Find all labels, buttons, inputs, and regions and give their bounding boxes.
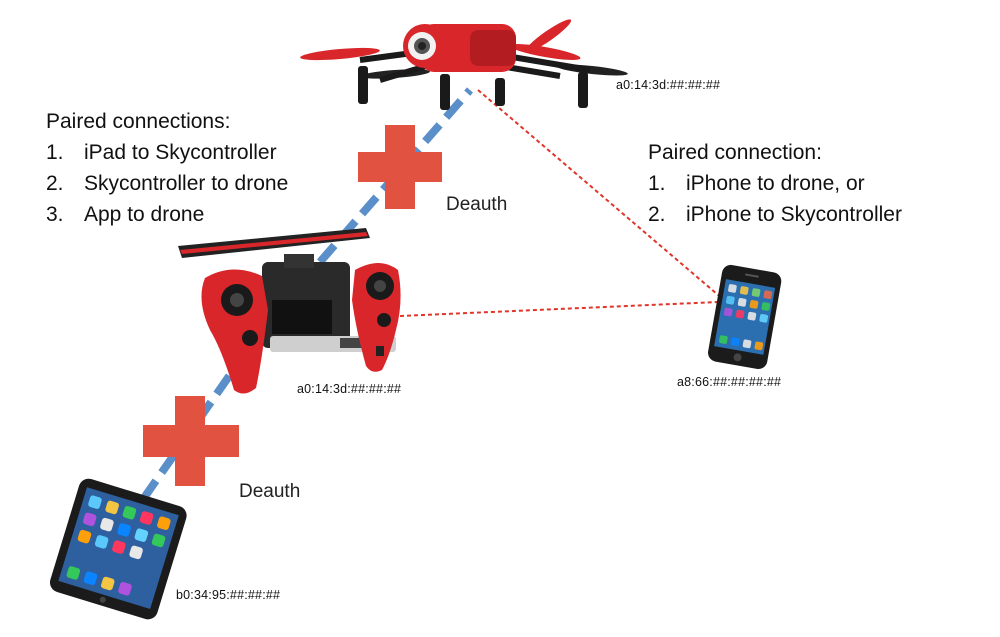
paired-connections-heading: Paired connections: xyxy=(46,110,231,133)
list-item: 2.Skycontroller to drone xyxy=(46,172,289,195)
deauth-cross-upper xyxy=(358,125,442,209)
list-item: 1.iPhone to drone, or xyxy=(648,172,865,195)
list-item: 2.iPhone to Skycontroller xyxy=(648,203,902,226)
drone-icon xyxy=(300,19,628,110)
paired-connection-list: 1.iPhone to drone, or 2.iPhone to Skycon… xyxy=(648,168,902,230)
skycontroller-mac-label: a0:14:3d:##:##:## xyxy=(297,382,402,396)
deauth-label-upper: Deauth xyxy=(446,194,508,215)
iphone-icon xyxy=(708,264,782,370)
paired-connection-block: Paired connection: 1.iPhone to drone, or… xyxy=(648,137,902,230)
paired-connection-heading: Paired connection: xyxy=(648,141,822,164)
ipad-icon xyxy=(49,478,187,620)
deauth-cross-lower xyxy=(143,396,239,486)
ipad-mac-label: b0:34:95:##:##:## xyxy=(176,588,281,602)
iphone-mac-label: a8:66:##:##:##:## xyxy=(677,375,782,389)
deauth-label-lower: Deauth xyxy=(239,481,301,502)
alt-link-iphone-skycontroller xyxy=(399,301,719,317)
skycontroller-icon xyxy=(178,228,401,394)
list-item: 1.iPad to Skycontroller xyxy=(46,141,277,164)
paired-connections-list: 1.iPad to Skycontroller 2.Skycontroller … xyxy=(46,137,288,230)
alt-link-iphone-drone xyxy=(477,89,725,301)
drone-mac-label: a0:14:3d:##:##:## xyxy=(616,78,721,92)
paired-connections-block: Paired connections: 1.iPad to Skycontrol… xyxy=(46,106,288,230)
list-item: 3.App to drone xyxy=(46,203,205,226)
